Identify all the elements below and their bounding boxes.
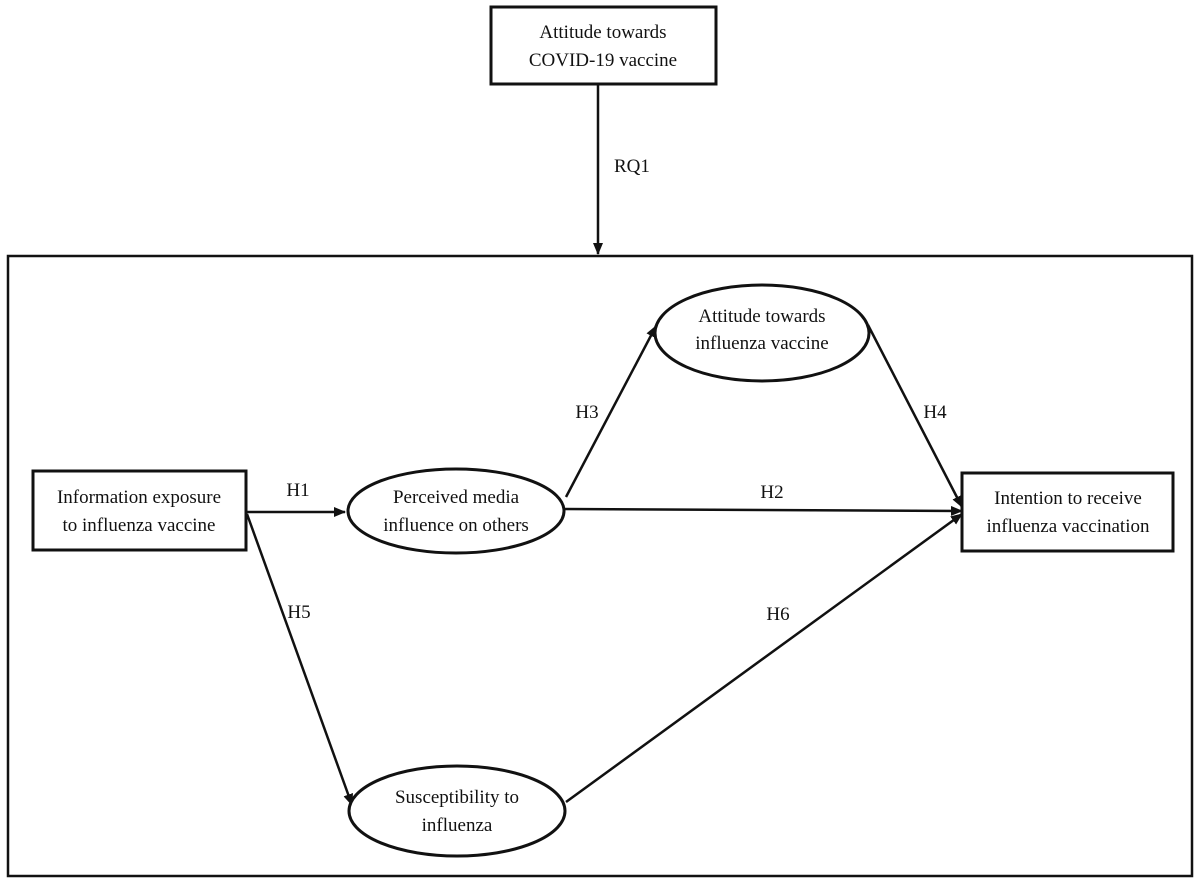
node-flu-attitude: Attitude towards influenza vaccine — [653, 283, 871, 383]
node-susceptibility: Susceptibility to influenza — [347, 764, 567, 858]
edge-h6-arrow — [565, 512, 963, 804]
node-intention-line-1: Intention to receive — [994, 488, 1142, 509]
edge-h2-arrow — [563, 505, 963, 516]
node-info-exposure-line-2: to influenza vaccine — [63, 515, 216, 536]
edge-h5-label: H5 — [287, 602, 310, 623]
node-flu-attitude-line-2: influenza vaccine — [695, 333, 828, 354]
edge-h6-label: H6 — [766, 604, 789, 625]
edge-rq1-label: RQ1 — [614, 156, 650, 177]
node-perceived-media: Perceived media influence on others — [346, 467, 566, 555]
node-flu-attitude-line-1: Attitude towards — [698, 306, 825, 327]
edge-h4-arrow — [866, 324, 964, 508]
edge-h3-label: H3 — [575, 402, 598, 423]
node-perceived-media-line-2: influence on others — [383, 515, 529, 536]
node-covid-attitude-line-1: Attitude towards — [539, 22, 666, 43]
node-info-exposure-line-1: Information exposure — [57, 487, 221, 508]
edge-h4-label: H4 — [923, 402, 947, 423]
edge-h1-label: H1 — [286, 480, 309, 501]
node-perceived-media-line-1: Perceived media — [393, 487, 520, 508]
edge-h3-arrow — [564, 325, 658, 498]
node-intention: Intention to receive influenza vaccinati… — [960, 471, 1175, 553]
node-susceptibility-line-2: influenza — [422, 815, 493, 836]
node-info-exposure: Information exposure to influenza vaccin… — [31, 469, 248, 552]
node-covid-attitude: Attitude towards COVID-19 vaccine — [489, 5, 718, 86]
edge-h5-arrow — [245, 513, 354, 806]
edge-h2-label: H2 — [760, 482, 783, 503]
model-frame — [6, 254, 1194, 878]
node-intention-line-2: influenza vaccination — [986, 516, 1150, 537]
node-susceptibility-line-1: Susceptibility to — [395, 787, 519, 808]
node-covid-attitude-line-2: COVID-19 vaccine — [529, 50, 677, 71]
